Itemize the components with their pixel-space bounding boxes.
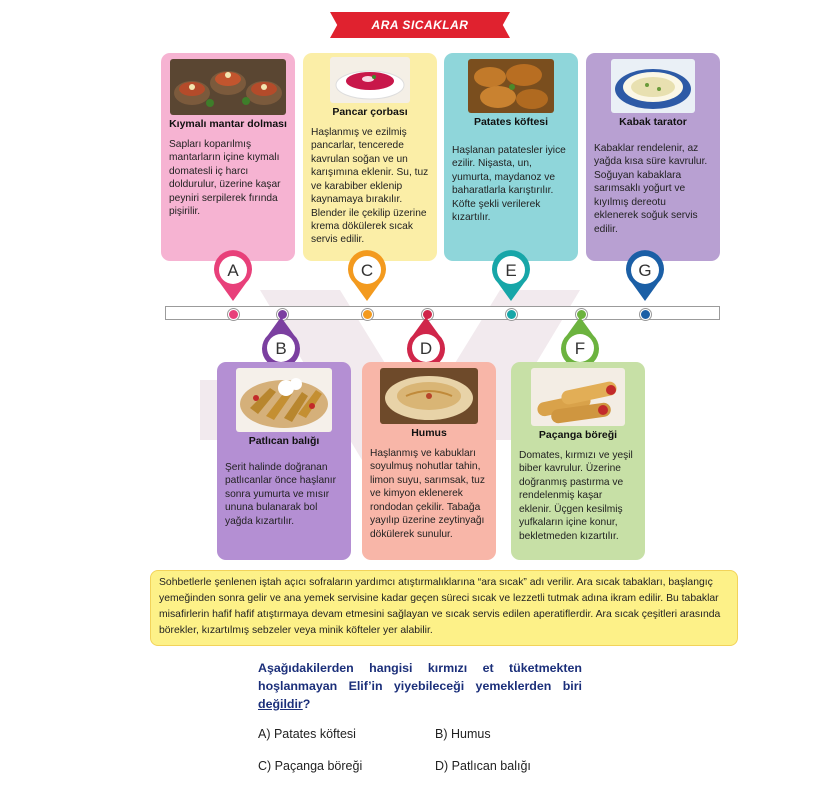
card-title: Patates köftesi — [473, 116, 549, 128]
food-image-pancar — [330, 57, 410, 103]
pin-marker-e — [492, 250, 530, 301]
option-b[interactable]: B) Humus — [435, 727, 491, 741]
card-humus: Humus Haşlanmış ve kabukları soyulmuş no… — [362, 362, 496, 560]
card-pancar-corbasi: Pancar çorbası Haşlanmış ve ezilmiş panc… — [303, 53, 437, 261]
pin-marker-d — [407, 317, 445, 368]
timeline-dot-a — [228, 309, 239, 320]
card-patlican-baligi: Patlıcan balığı Şerit halinde doğranan p… — [217, 362, 351, 560]
question-mark: ? — [302, 696, 311, 711]
pin-letter-a: A — [227, 261, 239, 280]
timeline-dot-e — [506, 309, 517, 320]
card-title: Kabak tarator — [619, 116, 687, 128]
card-kabak-tarator: Kabak tarator Kabaklar rendelenir, az ya… — [586, 53, 720, 261]
question-underlined-word: değildir — [258, 696, 303, 711]
question-stem: Aşağıdakilerden hangisi kırmızı et tüket… — [258, 661, 582, 693]
pin-letter-e: E — [505, 261, 517, 280]
card-description: Haşlanan patatesler iyice ezilir. Nişast… — [452, 144, 566, 224]
card-pacanga-boregi: Paçanga böreği Domates, kırmızı ve yeşil… — [511, 362, 645, 560]
pin-marker-a — [214, 250, 252, 301]
timeline-dot-g — [640, 309, 651, 320]
food-image-patlican — [236, 368, 332, 432]
page-title-banner: ARA SICAKLAR — [330, 12, 510, 38]
food-image-kabak-tarator — [611, 59, 695, 113]
pin-marker-g — [626, 250, 664, 301]
pin-marker-f — [561, 317, 599, 368]
card-description: Sapları koparılmış mantarların içine kıy… — [169, 138, 281, 218]
card-description: Haşlanmış ve ezilmiş pancarlar, tencered… — [311, 126, 429, 246]
card-description: Haşlanmış ve kabukları soyulmuş nohutlar… — [370, 447, 485, 540]
card-description: Kabaklar rendelenir, az yağda kısa süre … — [594, 142, 708, 235]
food-image-pacanga — [531, 368, 625, 426]
pin-marker-c — [348, 250, 386, 301]
question-text: Aşağıdakilerden hangisi kırmızı et tüket… — [258, 660, 582, 714]
timeline-dot-c — [362, 309, 373, 320]
food-image-patates-koftesi — [468, 59, 554, 113]
pin-letter-c: C — [360, 261, 374, 280]
card-title: Paçanga böreği — [538, 429, 618, 441]
card-title: Patlıcan balığı — [248, 435, 320, 447]
food-image-humus — [380, 368, 478, 424]
option-a[interactable]: A) Patates köftesi — [258, 727, 356, 741]
pin-letter-d: D — [419, 339, 433, 358]
card-title: Humus — [411, 427, 447, 439]
card-kiymali-mantar-dolmasi: Kıymalı mantar dolması Sapları koparılmı… — [161, 53, 295, 261]
food-image-mantar — [170, 59, 286, 115]
card-description: Domates, kırmızı ve yeşil biber kavrulur… — [519, 449, 633, 542]
option-c[interactable]: C) Paçanga böreği — [258, 759, 363, 773]
pin-letter-f: F — [574, 339, 586, 358]
pin-letter-g: G — [638, 261, 652, 280]
pin-marker-b — [262, 317, 300, 368]
card-patates-koftesi: Patates köftesi Haşlanan patatesler iyic… — [444, 53, 578, 261]
card-title: Kıymalı mantar dolması — [169, 118, 287, 130]
card-description: Şerit halinde doğranan patlıcanlar önce … — [225, 461, 336, 527]
card-title: Pancar çorbası — [332, 106, 408, 118]
option-d[interactable]: D) Patlıcan balığı — [435, 759, 531, 773]
info-paragraph-box: Sohbetlerle şenlenen iştah açıcı sofrala… — [150, 570, 738, 646]
pin-letter-b: B — [275, 339, 287, 358]
